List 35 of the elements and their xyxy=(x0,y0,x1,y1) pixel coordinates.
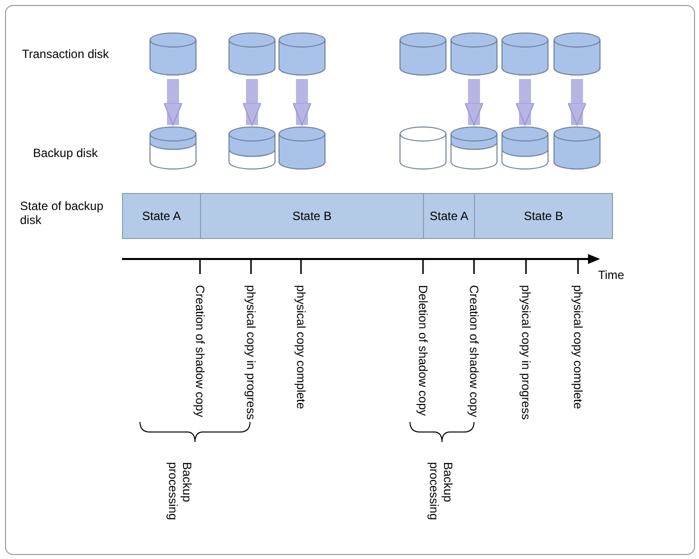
state-bar xyxy=(200,193,424,239)
disk-cylinder xyxy=(149,126,197,170)
event-label: physical copy complete xyxy=(571,285,585,410)
event-label: Creation of shadow copy xyxy=(467,285,481,418)
disk-cylinder xyxy=(228,126,276,170)
row-label: Transaction disk xyxy=(22,47,109,61)
state-label: State A xyxy=(430,209,468,223)
state-label: State B xyxy=(524,209,564,223)
disk-cylinder xyxy=(399,32,447,76)
event-label: physical copy in progress xyxy=(519,285,533,420)
disk-cylinder xyxy=(399,126,447,170)
disk-cylinder xyxy=(501,32,549,76)
disk-cylinder xyxy=(278,32,326,76)
phase-label: Backup processing xyxy=(166,462,194,522)
disk-cylinder xyxy=(450,126,498,170)
disk-cylinder xyxy=(553,32,601,76)
disk-cylinder xyxy=(278,126,326,170)
phase-label: Backup processing xyxy=(427,462,455,522)
disk-cylinder xyxy=(228,32,276,76)
event-label: physical copy in progress xyxy=(244,285,258,420)
state-bar xyxy=(122,193,201,239)
state-label: State A xyxy=(142,209,181,223)
event-label: physical copy complete xyxy=(294,285,308,410)
event-label: Deletion of shadow copy xyxy=(416,285,430,416)
disk-cylinder xyxy=(501,126,549,170)
disk-cylinder xyxy=(450,32,498,76)
row-label: State of backup disk xyxy=(20,199,104,227)
axis-label: Time xyxy=(598,268,624,282)
state-bar xyxy=(423,193,475,239)
state-bar xyxy=(474,193,613,239)
event-label: Creation of shadow copy xyxy=(193,285,207,418)
disk-cylinder xyxy=(149,32,197,76)
state-label: State B xyxy=(292,209,332,223)
disk-cylinder xyxy=(553,126,601,170)
row-label: Backup disk xyxy=(33,146,98,160)
